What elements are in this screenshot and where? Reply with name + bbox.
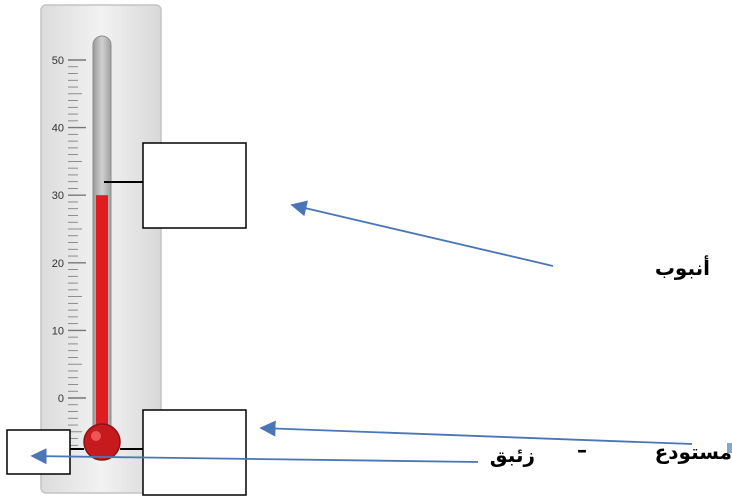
answer-box-tube (142, 142, 247, 229)
bullet-square (727, 443, 732, 453)
mercury-bulb (83, 423, 121, 461)
scale-label: 10 (52, 325, 64, 337)
scale-label: 40 (52, 123, 64, 135)
label-mercury: زئبق (490, 443, 535, 467)
label-reservoir: مستودع (655, 440, 732, 464)
bulb-highlight (91, 431, 101, 441)
scale-labels: 50 40 30 20 10 0 (52, 55, 64, 405)
answer-box-mercury (6, 429, 71, 475)
mercury-column (96, 195, 108, 440)
scale-label: 20 (52, 258, 64, 270)
scale-label: 0 (58, 393, 64, 405)
scale-label: 30 (52, 190, 64, 202)
label-tube: أنبوب (655, 254, 710, 280)
answer-box-reservoir (142, 409, 247, 496)
scale-label: 50 (52, 55, 64, 67)
arrow-reservoir (259, 420, 693, 445)
arrow-tube (290, 200, 554, 267)
label-dash: – (577, 438, 587, 462)
arrow-mercury (30, 448, 479, 465)
